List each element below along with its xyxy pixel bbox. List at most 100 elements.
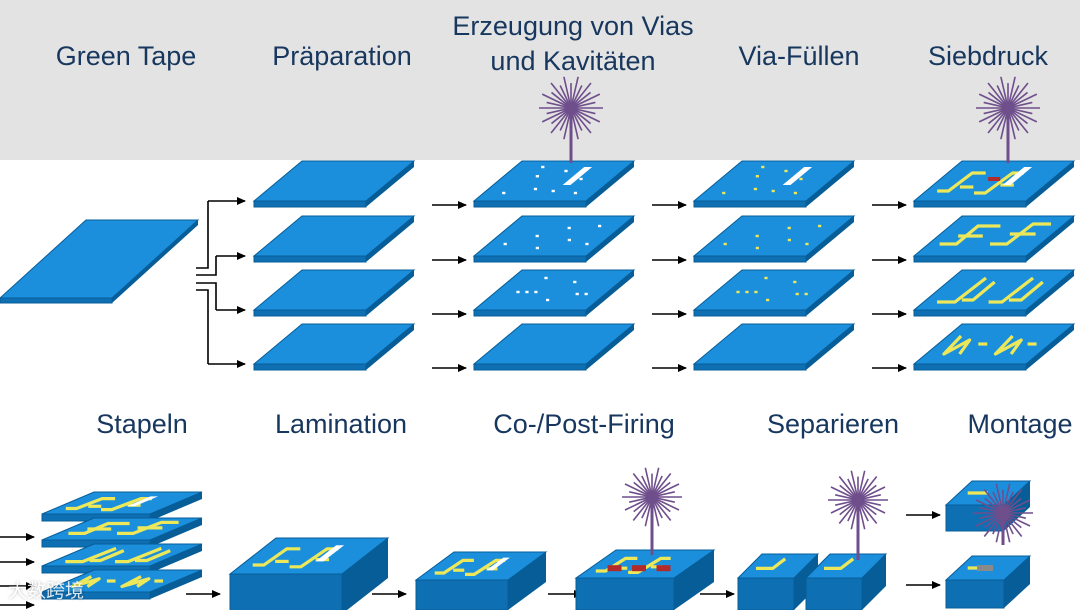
tape-front-face <box>253 363 367 371</box>
conductor-trace <box>628 556 671 575</box>
label-siebdruck: Siebdruck <box>927 41 1049 71</box>
tape-right-face <box>366 324 414 370</box>
via-dot <box>754 290 758 294</box>
tape-right-face <box>366 161 414 207</box>
via-dot <box>818 224 822 228</box>
via-dot <box>745 290 749 294</box>
via-dot <box>525 290 529 294</box>
tape-front-face <box>253 309 367 317</box>
cavity <box>562 167 593 185</box>
screen-printing-sheet-3 <box>912 269 1076 317</box>
watermark: 大数跨境 <box>8 581 85 602</box>
via-creation-sheet-2 <box>472 215 636 263</box>
stapeln-layer-3 <box>41 543 203 574</box>
via-dot <box>551 189 555 193</box>
resistor-print <box>988 177 1001 181</box>
via-dot <box>579 177 583 181</box>
via-filling-sheet-2 <box>692 215 856 263</box>
via-dot <box>564 169 568 173</box>
tape-front-face <box>575 577 675 610</box>
fired-resistor <box>656 565 671 572</box>
via-dot <box>534 290 538 294</box>
tape-right-face <box>586 324 634 370</box>
tape-front-face <box>253 255 367 263</box>
tape-right-face <box>586 216 634 262</box>
conductor-trace <box>134 549 171 563</box>
lamination-block <box>228 537 390 610</box>
post-firing-block <box>574 549 716 610</box>
via-dot <box>804 292 808 296</box>
via-dot <box>584 292 588 296</box>
label-montage: Montage <box>967 409 1073 439</box>
conductor-trace <box>961 280 996 302</box>
tape-front-face <box>693 200 807 208</box>
tape-right-face <box>806 270 854 316</box>
tape-front-face <box>229 573 343 610</box>
praeparation-sheet-2 <box>252 215 416 263</box>
tape-right-face <box>1026 216 1074 262</box>
tape-right-face <box>1026 161 1074 207</box>
via-dot <box>787 238 791 242</box>
via-dot <box>755 175 759 178</box>
cavity <box>782 167 813 185</box>
green-tape-sheet <box>0 219 200 304</box>
via-creation-sheet-1 <box>472 160 636 208</box>
via-creation-sheet-3 <box>472 269 636 317</box>
conductor-trace <box>937 276 987 304</box>
tape-front-face <box>945 579 1005 609</box>
conductor-trace <box>824 557 855 571</box>
label-erzeugung-vias: Erzeugung von Vias und Kavitäten <box>452 9 693 79</box>
via-dot <box>784 169 788 173</box>
separated-part-right <box>804 553 888 610</box>
mounted-module-bottom <box>944 555 1032 609</box>
via-dot <box>573 191 578 195</box>
tape-front-face <box>0 297 113 304</box>
tape-right-face <box>112 220 198 303</box>
label-erzeugung-line-1: Erzeugung von Vias <box>452 11 694 41</box>
via-dot <box>535 234 539 238</box>
via-dot <box>793 191 798 195</box>
bracket-line-1 <box>196 201 209 269</box>
tape-front-face <box>473 309 587 317</box>
label-separieren: Separieren <box>766 409 900 439</box>
conductor-trace <box>993 334 1023 356</box>
tape-right-face <box>366 216 414 262</box>
via-dot <box>723 242 727 246</box>
cavity <box>1002 167 1033 185</box>
conductor-trace <box>1008 280 1044 302</box>
tape-right-face <box>150 570 202 599</box>
via-dot <box>533 187 538 191</box>
stapeln-layer-1 <box>41 491 203 522</box>
tape-right-face <box>586 270 634 316</box>
praeparation-sheet-3 <box>252 269 416 317</box>
tape-right-face <box>586 161 634 207</box>
tape-front-face <box>805 577 863 610</box>
tape-right-face <box>366 270 414 316</box>
conductor-trace <box>434 558 474 575</box>
praeparation-sheet-4 <box>252 323 416 371</box>
conductor-trace <box>115 546 162 564</box>
via-dot <box>573 280 577 284</box>
laser-mounting <box>973 483 1033 545</box>
conductor-trace <box>120 575 151 589</box>
tape-front-face <box>693 363 807 371</box>
via-creation-sheet-4 <box>472 323 636 371</box>
tape-front-face <box>913 309 1027 317</box>
via-dot <box>755 234 759 238</box>
via-dot <box>535 175 539 178</box>
via-dot <box>805 242 809 246</box>
via-dot <box>795 292 799 296</box>
tape-front-face <box>913 255 1027 263</box>
screen-printing-sheet-1 <box>912 160 1076 208</box>
conductor-trace <box>65 546 117 564</box>
tape-front-face <box>737 577 795 610</box>
fired-resistor <box>607 565 622 572</box>
tape-right-face <box>1026 270 1074 316</box>
via-dot <box>546 298 550 302</box>
via-dot <box>787 226 791 230</box>
tape-front-face <box>693 309 807 317</box>
via-dot <box>502 191 506 195</box>
tape-front-face <box>473 255 587 263</box>
via-dot <box>793 280 797 284</box>
